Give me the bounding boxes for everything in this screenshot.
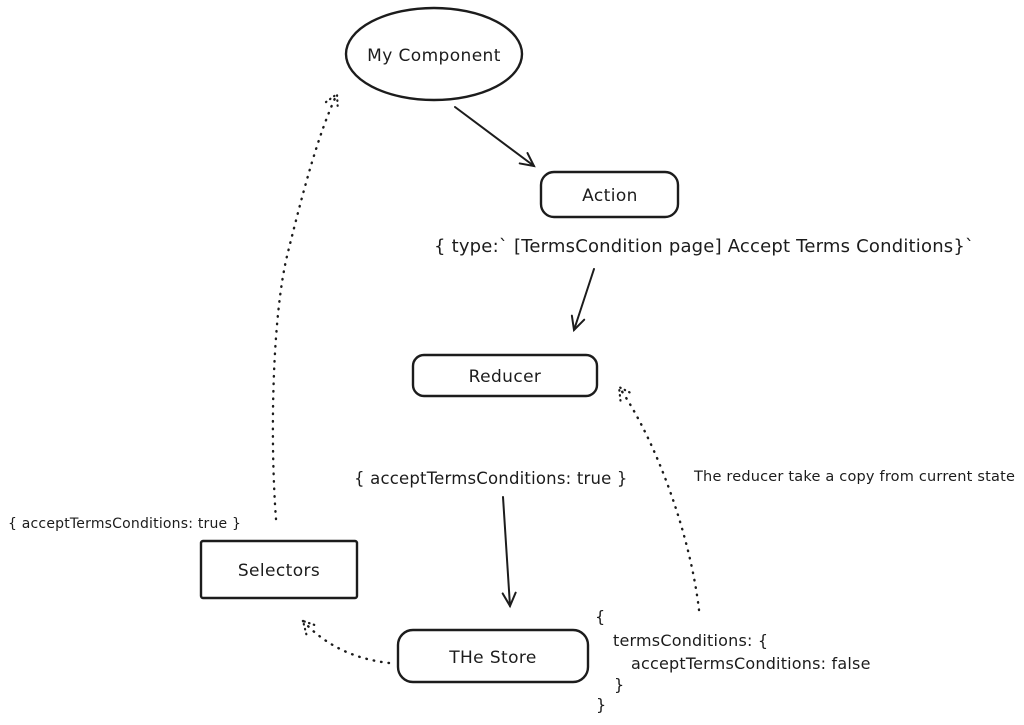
store-box <box>396 628 590 684</box>
action-payload-text: { type:` [TermsCondition page] Accept Te… <box>434 236 974 257</box>
store-state-line: termsConditions: { <box>613 631 768 650</box>
reducer-box <box>411 353 599 398</box>
action-box <box>539 170 680 219</box>
node-selectors: Selectors <box>199 539 359 600</box>
arrow-payload-to-reducer <box>570 268 595 333</box>
node-store: THe Store <box>396 628 590 684</box>
selectors-box <box>199 539 359 600</box>
store-state-line: { <box>595 607 605 626</box>
selector-output-text: { acceptTermsConditions: true } <box>8 516 241 532</box>
my-component-ellipse <box>344 6 524 102</box>
arrow-component-to-action <box>454 106 536 168</box>
dotted-arrow-selectors-to-component <box>271 94 337 521</box>
store-state-line: acceptTermsConditions: false <box>631 654 871 673</box>
reducer-note-text: The reducer take a copy from current sta… <box>693 469 1015 485</box>
dotted-arrow-currentstate-to-reducer <box>619 387 701 612</box>
reducer-output-text: { acceptTermsConditions: true } <box>354 469 628 488</box>
my-component-label: My Component <box>367 46 501 66</box>
action-label: Action <box>582 186 638 206</box>
node-reducer: Reducer <box>411 353 599 398</box>
store-state-line: } <box>596 695 606 714</box>
store-label: THe Store <box>448 648 537 668</box>
store-state-line: } <box>614 675 624 694</box>
reducer-label: Reducer <box>469 367 542 387</box>
selectors-label: Selectors <box>238 561 320 581</box>
node-my-component: My Component <box>344 6 524 102</box>
arrow-state-to-store <box>501 496 517 609</box>
node-action: Action <box>539 170 680 219</box>
store-state-block: { termsConditions: { acceptTermsConditio… <box>595 607 871 714</box>
dotted-arrow-store-to-selectors <box>303 621 391 665</box>
